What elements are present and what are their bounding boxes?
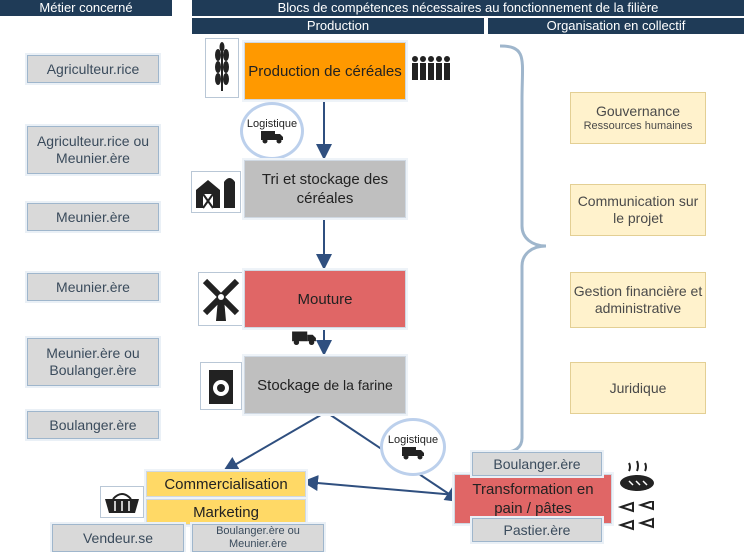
logistique-label-2: Logistique: [387, 434, 439, 446]
org-gouvernance-sub: Ressources humaines: [583, 120, 693, 132]
step-marketing: Marketing: [146, 499, 306, 525]
arrow-stockage-commercialisation: [222, 411, 327, 473]
org-gestion: Gestion financière et administrative: [570, 272, 706, 328]
logistique-circle-2: Logistique: [380, 418, 446, 476]
stockage-label-main: Stockage: [257, 376, 320, 394]
org-communication: Communication sur le projet: [570, 184, 706, 236]
truck-icon: [261, 131, 283, 144]
bread-icon: [620, 460, 654, 491]
windmill-icon: [202, 278, 240, 321]
basket-icon-box: [100, 486, 144, 518]
role-boulanger-transfo: Boulanger.ère: [472, 452, 602, 476]
wheat-icon-box: [205, 38, 239, 98]
truck-icon: [402, 447, 424, 460]
step-mouture: Mouture: [244, 270, 406, 328]
role-agriculteur-meunier: Agriculteur.rice ou Meunier.ère: [27, 126, 159, 174]
step-production-cereales: Production de céréales: [244, 42, 406, 100]
header-blocs: Blocs de compétences nécessaires au fonc…: [192, 0, 744, 16]
basket-icon: [105, 493, 139, 513]
org-juridique-title: Juridique: [609, 379, 667, 396]
windmill-icon-box: [198, 272, 244, 326]
role-boulanger: Boulanger.ère: [27, 411, 159, 439]
flour-bag-icon-box: [200, 362, 242, 410]
bread-icon-box: [616, 458, 658, 494]
org-gouvernance: Gouvernance Ressources humaines: [570, 92, 706, 144]
pasta-icon-box: [616, 500, 658, 536]
logistique-circle-1: Logistique: [240, 102, 304, 160]
barn-silo-icon: [196, 178, 235, 209]
barn-silo-icon-box: [191, 171, 241, 213]
org-juridique: Juridique: [570, 362, 706, 414]
flour-bag-icon: [209, 370, 233, 404]
org-gestion-title: Gestion financière et administrative: [573, 283, 703, 316]
header-metier: Métier concerné: [0, 0, 172, 16]
farmers-icon-box: [410, 54, 454, 82]
header-production: Production: [192, 18, 484, 34]
org-gouvernance-title: Gouvernance: [595, 103, 681, 119]
step-transformation: Transformation en pain / pâtes: [454, 474, 612, 524]
role-meunier-2: Meunier.ère: [27, 273, 159, 301]
truck-icon-small: [291, 330, 317, 351]
brace: [499, 44, 547, 454]
header-organisation: Organisation en collectif: [488, 18, 744, 34]
logistique-label-1: Logistique: [246, 118, 298, 130]
org-communication-title: Communication sur le projet: [577, 193, 699, 226]
step-commercialisation: Commercialisation: [146, 471, 306, 497]
role-pastier: Pastier.ère: [472, 518, 602, 542]
step-tri-stockage: Tri et stockage des céréales: [244, 160, 406, 218]
truck-icon: [292, 331, 316, 346]
role-meunier-1: Meunier.ère: [27, 203, 159, 231]
farmers-icon: [412, 56, 450, 80]
role-meunier-boulanger: Meunier.ère ou Boulanger.ère: [27, 338, 159, 386]
wheat-icon: [215, 42, 229, 91]
role-agriculteur: Agriculteur.rice: [27, 55, 159, 83]
pasta-icon: [617, 501, 654, 531]
arrow-transformation-commercialisation: [302, 475, 457, 496]
step-stockage-farine: Stockage de la farine: [244, 356, 406, 414]
stockage-label-rest: de la farine: [319, 376, 393, 393]
role-boulanger-meunier-bottom: Boulanger.ère ou Meunier.ère: [192, 524, 324, 552]
role-vendeur: Vendeur.se: [52, 524, 184, 552]
